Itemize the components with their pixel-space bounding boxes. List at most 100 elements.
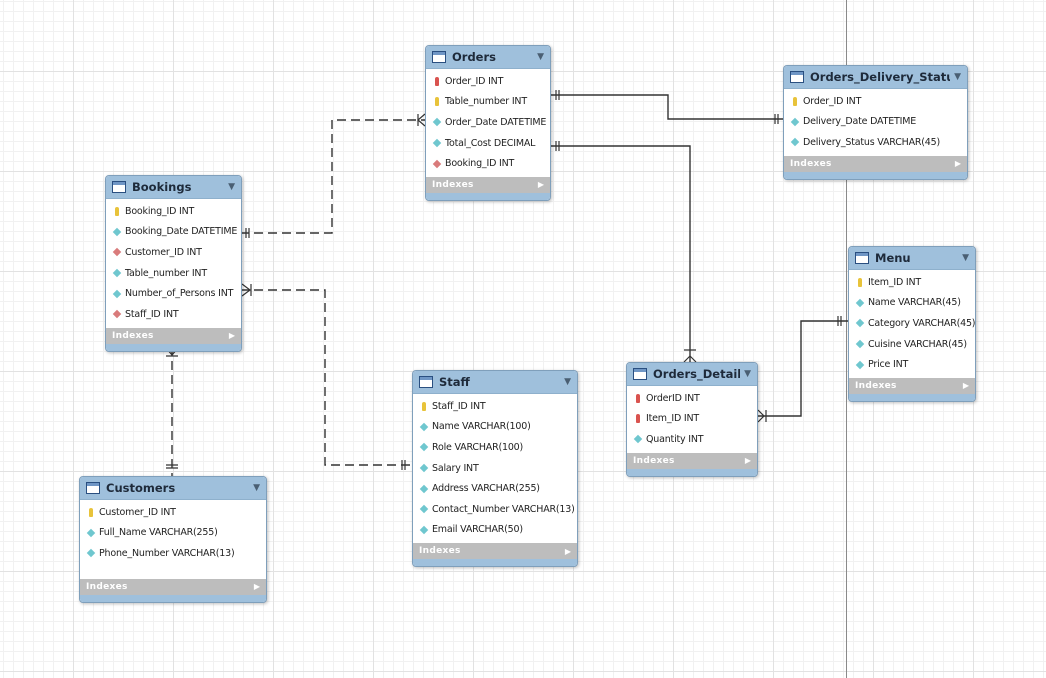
column-row[interactable]: Order_Date DATETIME	[426, 112, 550, 133]
expand-arrow-icon[interactable]: ▶	[564, 546, 571, 556]
indexes-section[interactable]: Indexes▶	[80, 578, 266, 595]
indexes-section[interactable]: Indexes ▶	[784, 155, 967, 172]
column-row[interactable]: Delivery_Status VARCHAR(45)	[784, 132, 967, 153]
column-row[interactable]: Staff_ID INT	[413, 396, 577, 417]
table-header[interactable]: Staff▼	[413, 371, 577, 394]
column-icon	[86, 528, 96, 538]
indexes-section[interactable]: Indexes▶	[849, 377, 975, 394]
table-footer	[426, 192, 550, 200]
primary-key-icon	[89, 507, 93, 517]
indexes-label: Indexes	[419, 546, 461, 557]
column-row[interactable]: Contact_Number VARCHAR(13)	[413, 499, 577, 520]
indexes-section[interactable]: Indexes ▶	[413, 543, 577, 560]
column-row[interactable]: Cuisine VARCHAR(45)	[849, 334, 975, 355]
primary-key-icon	[422, 401, 426, 411]
column-row[interactable]: Table_number INT	[426, 92, 550, 113]
column-row[interactable]: Email VARCHAR(50)	[413, 520, 577, 541]
column-label: Full_Name VARCHAR(255)	[99, 527, 218, 539]
table-header[interactable]: Bookings▼	[106, 176, 241, 199]
column-row[interactable]: Phone_Number VARCHAR(13)	[80, 543, 266, 564]
table-bookings[interactable]: Bookings▼Booking_ID INT Booking_Date DATE…	[105, 175, 242, 352]
expand-arrow-icon[interactable]: ▶	[537, 180, 544, 190]
column-label: Name VARCHAR(100)	[432, 421, 531, 433]
column-row[interactable]: Salary INT	[413, 458, 577, 479]
one-marker	[166, 464, 178, 469]
relation-orders-delivery-status[interactable]	[549, 94, 783, 120]
collapse-arrow-icon[interactable]: ▼	[954, 72, 961, 82]
table-staff[interactable]: Staff▼Staff_ID INT Name VARCHAR(100) Role …	[412, 370, 578, 568]
table-header[interactable]: Customers▼	[80, 477, 266, 500]
column-label: Salary INT	[432, 462, 479, 474]
column-row[interactable]: Delivery_Date DATETIME	[784, 112, 967, 133]
column-row[interactable]: Staff_ID INT	[106, 304, 241, 325]
column-icon	[855, 319, 865, 328]
collapse-arrow-icon[interactable]: ▼	[537, 52, 544, 62]
indexes-section[interactable]: Indexes▶	[426, 176, 550, 193]
collapse-arrow-icon[interactable]: ▼	[228, 182, 235, 192]
column-row[interactable]: Booking_ID INT	[426, 153, 550, 174]
column-row[interactable]: Item_ID INT	[627, 409, 757, 430]
column-row[interactable]: Name VARCHAR(100)	[413, 417, 577, 438]
column-list: Staff_ID INT Name VARCHAR(100) Role VARCHA…	[413, 394, 577, 542]
column-label: Booking_Date DATETIME	[125, 226, 238, 238]
indexes-label: Indexes	[790, 158, 832, 169]
column-row[interactable]: Order_ID INT	[426, 71, 550, 92]
column-row[interactable]: Booking_ID INT	[106, 201, 241, 222]
collapse-arrow-icon[interactable]: ▼	[744, 369, 751, 379]
relation-orders-orders-details[interactable]	[549, 145, 691, 362]
indexes-section[interactable]: Indexes▶	[627, 452, 757, 469]
expand-arrow-icon[interactable]: ▶	[744, 456, 751, 466]
column-row[interactable]: Customer_ID INT	[80, 502, 266, 523]
indexes-section[interactable]: Indexes▶	[106, 327, 241, 344]
column-row[interactable]: Role VARCHAR(100)	[413, 437, 577, 458]
column-icon	[419, 463, 429, 473]
column-label: Price INT	[868, 359, 909, 371]
collapse-arrow-icon[interactable]: ▼	[564, 377, 571, 387]
table-header[interactable]: Orders▼	[426, 46, 550, 69]
foreign-key-icon	[112, 310, 122, 319]
column-row[interactable]: Item_ID INT	[849, 272, 975, 293]
column-row[interactable]: Name VARCHAR(45)	[849, 293, 975, 314]
column-row[interactable]: OrderID INT	[627, 388, 757, 409]
column-row[interactable]: Booking_Date DATETIME	[106, 222, 241, 243]
column-label: Category VARCHAR(45)	[868, 317, 976, 329]
table-header[interactable]: Orders_Delivery_Status▼	[784, 66, 967, 89]
table-footer	[80, 594, 266, 602]
column-row[interactable]: Customer_ID INT	[106, 242, 241, 263]
table-menu[interactable]: Menu▼ Item_ID INT Name VARCHAR(45) Category…	[848, 246, 976, 402]
table-header[interactable]: Orders_Details▼	[627, 363, 757, 386]
column-row[interactable]: Full_Name VARCHAR(255)	[80, 523, 266, 544]
column-icon	[855, 298, 865, 308]
column-label: Email VARCHAR(50)	[432, 524, 523, 536]
relation-orders-details-menu[interactable]	[756, 320, 848, 417]
column-row[interactable]: Number_of_Persons INT	[106, 283, 241, 304]
expand-arrow-icon[interactable]: ▶	[962, 381, 969, 391]
column-icon	[633, 435, 643, 444]
expand-arrow-icon[interactable]: ▶	[228, 331, 235, 341]
column-row[interactable]: Address VARCHAR(255)	[413, 478, 577, 499]
relation-bookings-orders[interactable]	[240, 119, 425, 234]
column-row[interactable]: Quantity INT	[627, 429, 757, 450]
column-row[interactable]: Total_Cost DECIMAL	[426, 133, 550, 154]
collapse-arrow-icon[interactable]: ▼	[253, 483, 260, 493]
column-label: Item_ID INT	[868, 276, 922, 288]
column-row[interactable]: Category VARCHAR(45)	[849, 313, 976, 334]
collapse-arrow-icon[interactable]: ▼	[962, 253, 969, 263]
expand-arrow-icon[interactable]: ▶	[954, 159, 961, 169]
primary-foreign-key-icon	[636, 414, 640, 424]
table-customers[interactable]: Customers▼Customer_ID INT Full_Name VARCH…	[79, 476, 267, 603]
relation-bookings-staff[interactable]	[240, 289, 412, 466]
column-row[interactable]: Price INT	[849, 354, 975, 375]
column-row[interactable]: Order_ID INT	[784, 91, 967, 112]
column-row[interactable]: Table_number INT	[106, 263, 241, 284]
one-marker	[837, 316, 842, 326]
primary-foreign-key-icon	[435, 76, 439, 86]
table-header[interactable]: Menu▼	[849, 247, 975, 270]
expand-arrow-icon[interactable]: ▶	[253, 582, 260, 592]
column-label: Delivery_Status VARCHAR(45)	[803, 136, 940, 148]
